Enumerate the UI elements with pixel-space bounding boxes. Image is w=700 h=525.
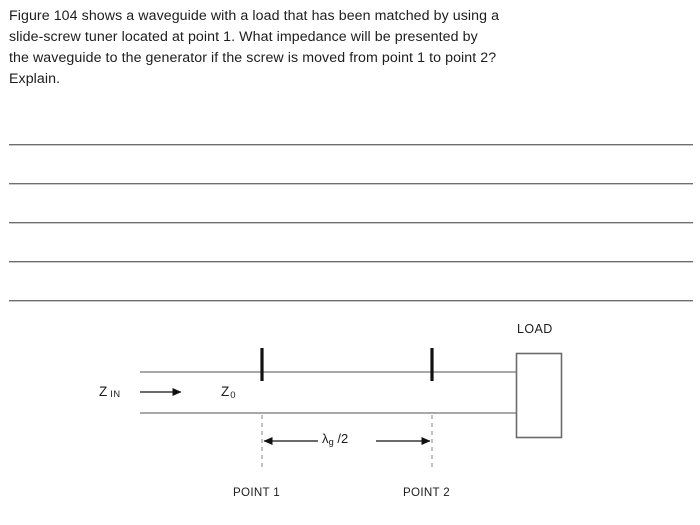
lambda-subscript: g [328, 437, 334, 448]
lambda-symbol: λ [322, 431, 329, 446]
question-line-2: slide-screw tuner located at point 1. Wh… [9, 29, 478, 45]
z-in-symbol: Z [99, 384, 108, 399]
point-1-label: POINT 1 [233, 486, 280, 499]
answer-rule-line-3 [9, 222, 693, 223]
answer-rule-line-4 [9, 261, 693, 262]
answer-rule-line-1 [9, 144, 693, 145]
answer-rule-line-5 [9, 300, 693, 301]
z-in-subscript: IN [110, 389, 121, 400]
question-line-3: the waveguide to the generator if the sc… [9, 50, 497, 66]
z-0-label: Z0 [221, 384, 236, 401]
answer-rule-line-2 [9, 183, 693, 184]
question-line-1: Figure 104 shows a waveguide with a load… [9, 8, 500, 24]
question-text: Figure 104 shows a waveguide with a load… [9, 6, 691, 90]
point-2-label: POINT 2 [403, 486, 450, 499]
z-0-symbol: Z [221, 384, 230, 399]
z-0-subscript: 0 [230, 390, 236, 401]
lambda-divisor: /2 [333, 431, 349, 446]
lambda-g-half-label: λg /2 [322, 431, 349, 448]
load-label: LOAD [517, 322, 553, 336]
load-box [515, 352, 563, 439]
question-line-4: Explain. [9, 71, 61, 87]
